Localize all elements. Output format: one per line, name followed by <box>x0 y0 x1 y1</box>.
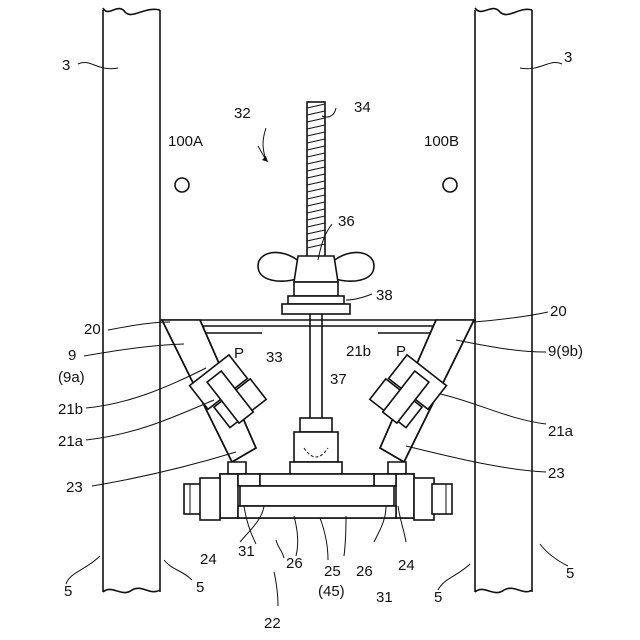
label-screw: 34 <box>354 99 371 116</box>
coupling-nut <box>290 418 342 476</box>
label-nut-right: 24 <box>398 557 415 574</box>
label-unit: 22 <box>264 615 281 632</box>
hole-100b <box>443 178 457 192</box>
left-post <box>103 8 160 593</box>
label-jaw-a-right: 21a <box>548 423 574 440</box>
label-force-right: P <box>396 343 406 360</box>
label-clamp-left-sub: (9a) <box>58 369 85 386</box>
label-hole-a: 100A <box>168 133 203 150</box>
label-post-left: 3 <box>62 57 70 74</box>
label-plate-left: 20 <box>84 321 101 338</box>
label-clamp-left: 9 <box>68 347 76 364</box>
label-hole-b: 100B <box>424 133 459 150</box>
top-plate <box>160 320 476 333</box>
label-post-right: 3 <box>564 49 572 66</box>
label-post-edge-rr: 5 <box>566 565 574 582</box>
label-assembly: 32 <box>234 105 251 122</box>
label-rod: 37 <box>330 371 347 388</box>
label-sleeve-right: 26 <box>356 563 373 580</box>
washer <box>282 296 350 314</box>
label-base: 25 <box>324 563 341 580</box>
label-clamp-right: 9(9b) <box>548 343 583 360</box>
right-post <box>475 8 532 593</box>
label-tip-left: 23 <box>66 479 83 496</box>
label-sleeve-left: 26 <box>286 555 303 572</box>
label-tip-right: 23 <box>548 465 565 482</box>
label-pin-right: 31 <box>376 589 393 606</box>
label-pin-left: 31 <box>238 543 255 560</box>
label-washer: 38 <box>376 287 393 304</box>
label-post-edge-ll: 5 <box>64 583 72 600</box>
label-nut-left: 24 <box>200 551 217 568</box>
wing-nut <box>258 252 374 296</box>
label-wing-nut: 36 <box>338 213 355 230</box>
label-post-edge-lr: 5 <box>196 579 204 596</box>
label-force-left: P <box>234 345 244 362</box>
label-jaw-b-right: 21b <box>346 343 371 360</box>
label-base-sub: (45) <box>318 583 345 600</box>
label-jaw-a-left: 21a <box>58 433 84 450</box>
hole-100a <box>175 178 189 192</box>
label-jaw-b-left: 21b <box>58 401 83 418</box>
label-plate-right: 20 <box>550 303 567 320</box>
rod <box>310 314 322 418</box>
label-post-edge-rl: 5 <box>434 589 442 606</box>
label-bar: 33 <box>266 349 283 366</box>
